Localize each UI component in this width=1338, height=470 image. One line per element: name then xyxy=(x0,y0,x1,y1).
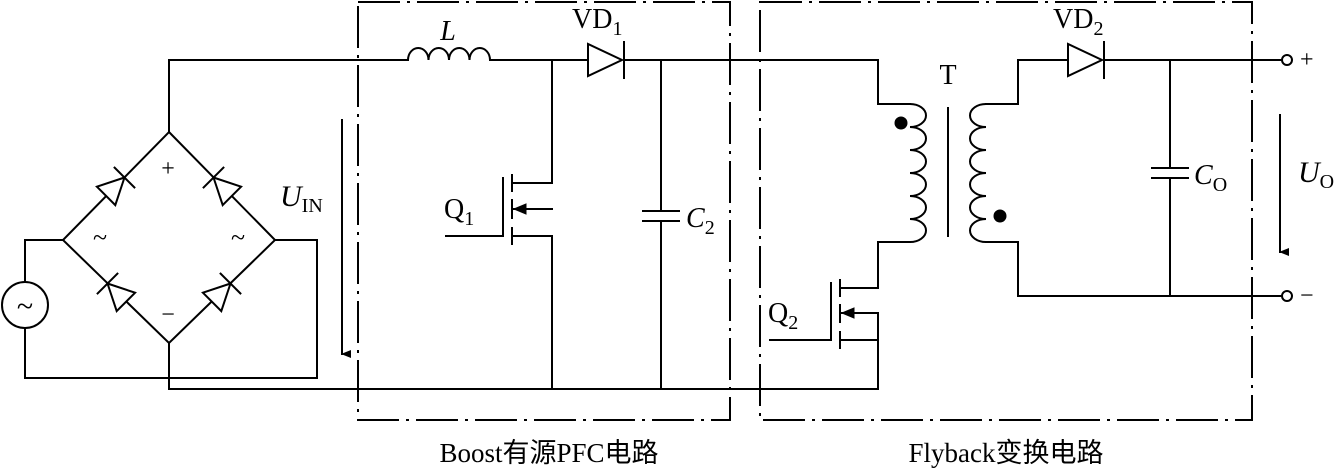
c2-label: C xyxy=(686,203,705,234)
minus-terminal-label: − xyxy=(1300,283,1314,309)
q1-subscript: 1 xyxy=(464,208,474,230)
q2-label: Q xyxy=(768,298,788,329)
flyback-block-boundary xyxy=(759,1,1253,421)
diode-vd2: VD2 xyxy=(1053,4,1105,79)
vd1-subscript: 1 xyxy=(612,18,622,40)
co-label: C xyxy=(1194,160,1213,191)
q1-label: Q xyxy=(444,194,464,225)
vd2-subscript: 2 xyxy=(1093,18,1103,40)
transformer-primary xyxy=(877,102,927,244)
svg-text:VD1: VD1 xyxy=(572,4,622,40)
flyback-caption: Flyback变换电路 xyxy=(909,438,1104,468)
svg-text:UO: UO xyxy=(1298,156,1334,193)
bridge-ac-left-label: ~ xyxy=(93,223,107,252)
top-rail xyxy=(168,59,879,133)
bridge-minus-label: − xyxy=(161,302,175,328)
transformer-core: T xyxy=(939,60,957,237)
uo-subscript: O xyxy=(1320,171,1334,193)
uo-arrow: UO xyxy=(1279,114,1334,256)
svg-text:Q2: Q2 xyxy=(768,298,798,334)
inductor-l: L xyxy=(406,16,492,62)
uin-label: U xyxy=(280,180,304,213)
source-symbol: ~ xyxy=(17,290,33,323)
inductor-label: L xyxy=(439,16,456,47)
uin-subscript: IN xyxy=(302,195,323,217)
input-wiring xyxy=(24,239,318,379)
plus-terminal-label: + xyxy=(1300,47,1314,73)
q2-subscript: 2 xyxy=(788,312,798,334)
transformer-label: T xyxy=(939,60,956,91)
mosfet-q1: Q1 xyxy=(444,59,553,390)
svg-text:VD2: VD2 xyxy=(1053,4,1103,40)
boost-caption: Boost有源PFC电路 xyxy=(439,438,658,468)
output-terminal-plus: + xyxy=(1281,47,1314,73)
c2-subscript: 2 xyxy=(705,217,715,239)
bridge-ac-right-label: ~ xyxy=(231,223,245,252)
mosfet-q2: Q2 xyxy=(768,241,879,390)
capacitor-co: CO xyxy=(1151,59,1227,297)
vd2-label: VD xyxy=(1053,4,1093,35)
ac-source: ~ xyxy=(1,239,49,379)
transformer-secondary xyxy=(969,102,1019,244)
uin-arrow: UIN xyxy=(280,119,351,358)
bridge-plus-label: + xyxy=(161,156,175,182)
bridge-rectifier: + − ~ ~ xyxy=(61,130,277,345)
secondary-wiring xyxy=(1017,59,1284,297)
uo-label: U xyxy=(1298,156,1322,189)
vd1-label: VD xyxy=(572,4,612,35)
output-terminal-minus: − xyxy=(1281,283,1314,309)
capacitor-c2: C2 xyxy=(642,59,715,390)
diode-vd1: VD1 xyxy=(572,4,625,79)
svg-text:C2: C2 xyxy=(686,203,715,239)
svg-text:UIN: UIN xyxy=(280,180,323,217)
svg-text:CO: CO xyxy=(1194,160,1227,196)
svg-text:Q1: Q1 xyxy=(444,194,474,230)
co-subscript: O xyxy=(1213,174,1227,196)
boost-block-boundary xyxy=(357,1,731,421)
